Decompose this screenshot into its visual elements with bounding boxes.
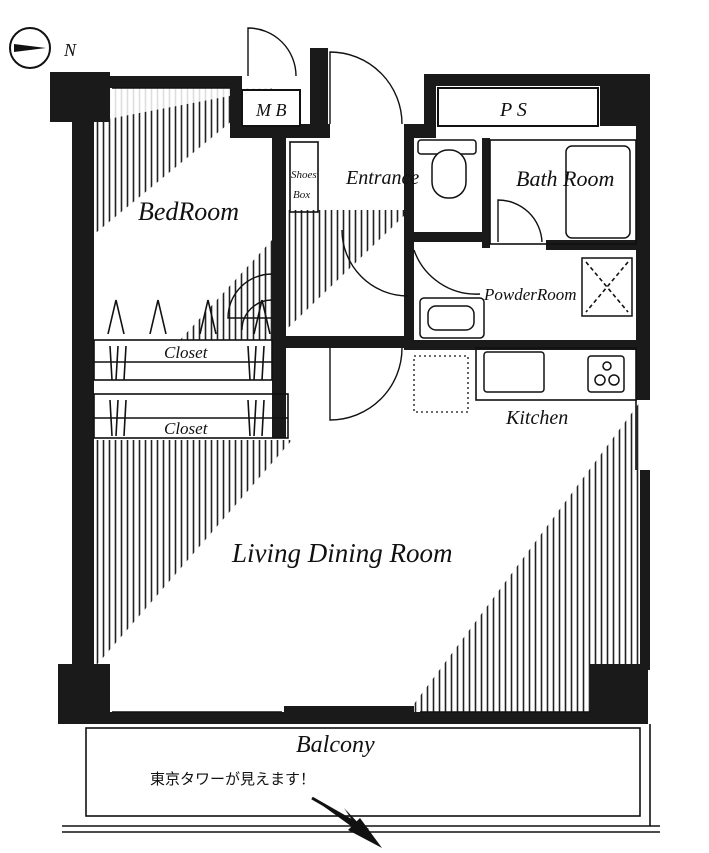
closet-upper-label: Closet: [164, 343, 209, 362]
balcony-label: Balcony: [296, 732, 375, 758]
bath-room-label: Bath Room: [516, 166, 614, 191]
compass-needle: [14, 44, 46, 52]
ps-label: P S: [499, 99, 527, 121]
fridge-space: [413, 355, 469, 413]
view-arrow-icon: [312, 798, 382, 848]
toilet-icon: [431, 149, 467, 199]
entrance-label: Entrance: [345, 167, 419, 189]
compass: N: [9, 27, 77, 69]
windows: [112, 87, 637, 713]
doors: [227, 27, 543, 421]
mb-label: M B: [255, 100, 287, 120]
mb-box: M B: [241, 89, 301, 127]
kitchen-sink-icon: [483, 351, 545, 393]
shoes-box-label: Shoes Box: [291, 169, 319, 201]
balcony: [62, 724, 660, 848]
tokyo-tower-note: 東京タワーが見えます！: [150, 770, 315, 788]
bathtub-icon: [565, 145, 631, 239]
powder-room-label: PowderRoom: [483, 285, 577, 304]
walls: [50, 48, 650, 724]
kitchen-counter: [475, 347, 637, 401]
living-dining-room-label: Living Dining Room: [231, 538, 453, 568]
kitchen-label: Kitchen: [505, 407, 568, 429]
fixtures: [413, 139, 637, 413]
bedroom-label: BedRoom: [138, 197, 239, 226]
hatch-regions: [92, 88, 640, 712]
bath-room-box: [489, 139, 637, 245]
ps-box: P S: [437, 87, 599, 127]
shoes-box-label-line1: Shoes: [291, 169, 317, 181]
compass-label: N: [63, 40, 77, 60]
room-labels: Shoes Box Entrance Bath Room BedRoom Pow…: [138, 166, 614, 788]
closets: [93, 141, 319, 439]
shoes-box-label-line2: Box: [293, 189, 310, 201]
closet-lower-label: Closet: [164, 419, 209, 438]
